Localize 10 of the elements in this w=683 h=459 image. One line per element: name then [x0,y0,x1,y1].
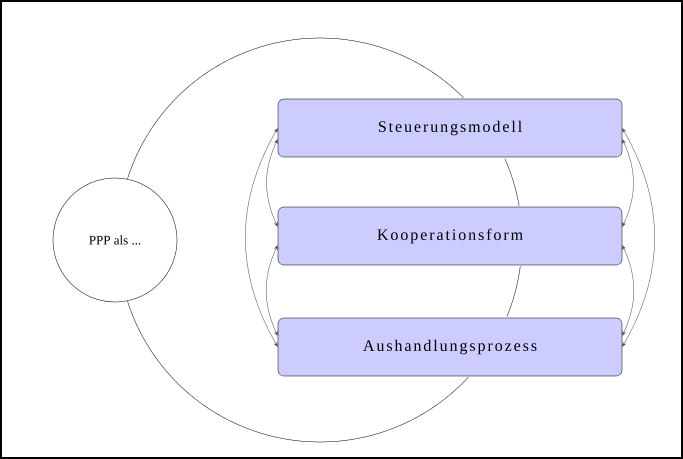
curved-arrow [622,128,655,347]
curved-arrow [622,139,634,227]
curved-arrow [245,128,278,347]
rounded-box: Steuerungsmodell [278,98,622,158]
curved-arrow [266,139,278,227]
rounded-box: Kooperationsform [278,206,622,266]
curved-arrow [622,245,634,336]
curved-arrow [266,245,278,336]
rounded-box: Aushandlungsprozess [278,318,622,376]
circle-node: PPP als ... [52,178,178,302]
